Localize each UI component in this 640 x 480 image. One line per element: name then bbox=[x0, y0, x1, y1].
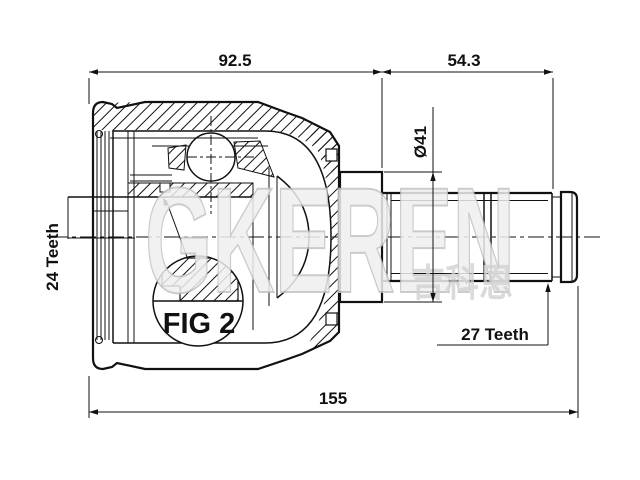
cage-section-left bbox=[167, 144, 187, 171]
boot-clamp-detail-top bbox=[95, 130, 103, 138]
dimension-155-label: 155 bbox=[319, 389, 347, 408]
inner-race-right-profile bbox=[276, 175, 310, 299]
bearing-ball bbox=[186, 116, 255, 214]
housing-tab-top bbox=[325, 148, 338, 162]
callout-27-teeth: 27 Teeth bbox=[437, 283, 551, 346]
fig2-detail-circle: FIG 2 bbox=[152, 197, 244, 347]
watermark: GKEREN 吉科恩 bbox=[144, 155, 516, 325]
dimension-diameter-41: Ø41 bbox=[384, 107, 442, 303]
dimension-92-5: 92.5 bbox=[88, 51, 383, 168]
fig2-leader-arrow bbox=[163, 197, 169, 207]
dimension-92-5-label: 92.5 bbox=[218, 51, 251, 70]
housing-tab-bottom bbox=[325, 312, 338, 326]
watermark-brand: GKEREN bbox=[145, 156, 515, 324]
housing-right-wall-hatch bbox=[303, 124, 340, 353]
inner-race-assembly bbox=[68, 131, 310, 343]
watermark-cjk: 吉科恩 bbox=[411, 263, 513, 305]
dimension-155: 155 bbox=[88, 286, 579, 418]
boot-clamp-detail-bottom bbox=[95, 336, 103, 344]
dimension-54-3: 54.3 bbox=[382, 51, 554, 189]
shaft-boss-ring bbox=[338, 170, 384, 304]
output-shaft bbox=[382, 190, 579, 284]
dimension-diameter-41-label: Ø41 bbox=[411, 126, 430, 158]
callout-24-teeth: 24 Teeth bbox=[43, 197, 69, 291]
cage-section-right bbox=[233, 140, 275, 178]
outer-race-housing bbox=[91, 100, 341, 371]
housing-outline bbox=[91, 100, 341, 371]
boot-groove-rim bbox=[95, 130, 110, 344]
snap-ring-groove bbox=[159, 182, 171, 193]
callout-27-teeth-label: 27 Teeth bbox=[461, 325, 529, 344]
housing-cavity bbox=[113, 130, 332, 344]
dimension-54-3-label: 54.3 bbox=[447, 51, 480, 70]
callout-24-teeth-label: 24 Teeth bbox=[43, 223, 62, 291]
fig2-label: FIG 2 bbox=[163, 308, 236, 340]
end-cap bbox=[559, 190, 579, 284]
housing-top-wall-hatch bbox=[93, 102, 340, 172]
